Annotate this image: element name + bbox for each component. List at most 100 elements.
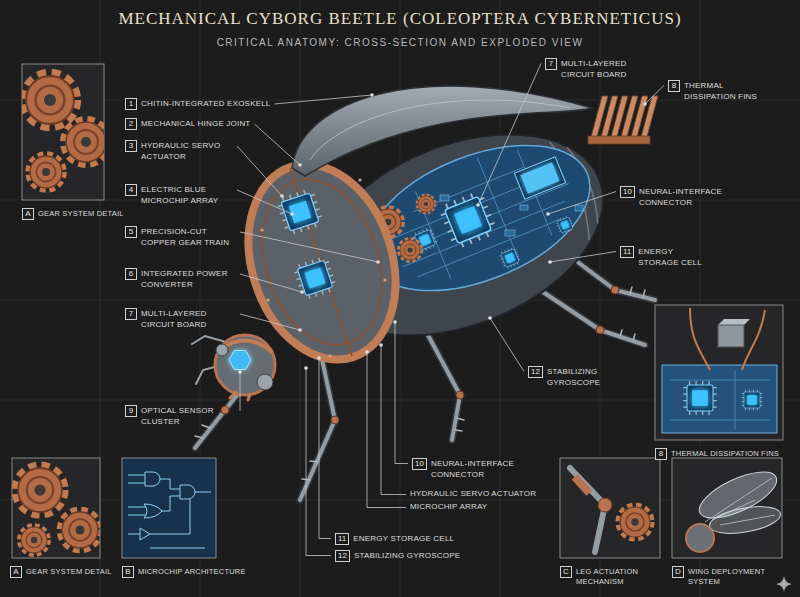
leader-line — [395, 322, 408, 464]
callout-number: 7 — [129, 309, 133, 318]
callout-tag: 7MULTI-LAYERED CIRCUIT BOARD — [125, 308, 137, 320]
inset-thermal — [683, 381, 717, 415]
beetle-thorax — [383, 278, 386, 281]
callout-number: 8 — [672, 81, 676, 90]
leader-line — [490, 318, 524, 372]
beetle-legs — [331, 416, 339, 424]
inset-microchip — [180, 485, 195, 499]
callout-tag: 10NEURAL-INTERFACE CONNECTOR — [620, 186, 635, 198]
leader-line — [254, 124, 300, 165]
inset-title: MICROCHIP ARCHITECTURE — [138, 567, 246, 577]
beetle-legs — [420, 320, 460, 440]
callout-number: 11 — [623, 247, 631, 256]
circuit-board — [520, 205, 528, 210]
leader-dot — [476, 203, 480, 207]
inset-gear-top — [24, 74, 104, 190]
leader-line — [240, 274, 302, 292]
circuit-board — [505, 230, 515, 236]
callout-number: 12 — [338, 551, 347, 560]
inset-letter: A — [25, 209, 30, 218]
beetle-thorax — [260, 228, 263, 231]
beetle-head — [257, 374, 273, 390]
beetle-legs — [456, 391, 464, 399]
inset-microchip — [140, 528, 150, 540]
circuit-board — [514, 157, 565, 199]
inset-leg — [619, 506, 652, 539]
beetle-legs — [540, 290, 645, 345]
inset-wing — [686, 463, 782, 552]
leader-dot — [304, 366, 308, 370]
callout-tag: 1CHITIN-INTEGRATED EXOSKELL — [125, 98, 137, 110]
inset-tag: CLEG ACTUATION MECHANISM — [560, 566, 572, 578]
inset-microchip — [128, 475, 211, 548]
leader-line — [240, 372, 241, 411]
watermark-sparkle — [776, 576, 792, 592]
inset-gear-bottom — [16, 466, 64, 514]
inset-leg — [560, 458, 660, 558]
part-label: HYDRAULIC SERVO ACTUATOR — [141, 141, 233, 162]
leader-dot — [317, 356, 321, 360]
circuit-board — [520, 162, 559, 193]
inset-thermal — [670, 370, 770, 430]
leader-dot — [379, 343, 383, 347]
inset-tag: AGEAR SYSTEM DETAIL — [22, 208, 34, 220]
callout-number: 5 — [129, 227, 133, 236]
thermal-fins — [588, 136, 650, 144]
part-label: NEURAL-INTERFACE CONNECTOR — [431, 459, 531, 480]
inset-microchip — [128, 472, 211, 548]
inset-letter: B — [125, 567, 130, 576]
part-label: THERMAL DISSIPATION FINS — [684, 81, 764, 102]
thermal-fins — [641, 96, 658, 138]
part-label: ENERGY STORAGE CELL — [638, 247, 704, 268]
beetle-thorax — [292, 255, 338, 301]
callout-number: 3 — [129, 141, 133, 150]
leader-line — [367, 352, 406, 508]
inset-title: WING DEPLOYMENT SYSTEM — [688, 567, 788, 587]
leader-dot — [300, 290, 304, 294]
part-label: INTEGRATED POWER CONVERTER — [141, 269, 236, 290]
leader-line — [319, 358, 331, 539]
callout-number: 11 — [338, 534, 346, 543]
inset-thermal — [662, 308, 777, 433]
part-label: MULTI-LAYERED CIRCUIT BOARD — [561, 59, 656, 80]
leader-line — [548, 192, 616, 215]
inset-wing — [672, 458, 782, 558]
callout-tag: 2MECHANICAL HINGE JOINT — [125, 118, 137, 130]
beetle-legs — [300, 350, 335, 500]
inset-title: GEAR SYSTEM DETAIL — [26, 567, 112, 577]
inset-microchip — [144, 504, 162, 518]
leader-line — [237, 190, 292, 214]
callout-tag: 5PRECISION-CUT COPPER GEAR TRAIN — [125, 226, 137, 238]
inset-tag: BMICROCHIP ARCHITECTURE — [122, 566, 134, 578]
inset-thermal — [655, 305, 783, 440]
circuit-board — [555, 215, 575, 235]
part-label: ENERGY STORAGE CELL — [353, 534, 454, 545]
beetle-legs — [221, 406, 229, 414]
inset-thermal — [690, 308, 765, 370]
inset-microchip — [145, 472, 160, 486]
beetle-legs — [300, 350, 335, 500]
beetle-legs — [420, 320, 460, 440]
circuit-board — [498, 246, 522, 270]
part-label: ELECTRIC BLUE MICROCHIP ARRAY — [141, 185, 233, 206]
callout-number: 9 — [129, 406, 133, 415]
inset-gear-bottom — [60, 510, 100, 550]
inset-letter: C — [563, 567, 569, 576]
inset-tag: DWING DEPLOYMENT SYSTEM — [672, 566, 684, 578]
beetle-legs — [611, 286, 619, 294]
part-label: CHITIN-INTEGRATED EXOSKELL — [141, 99, 271, 110]
circuit-board — [555, 215, 575, 235]
leader-dot — [280, 194, 284, 198]
part-label: NEURAL-INTERFACE CONNECTOR — [639, 187, 739, 208]
inset-thermal — [718, 319, 750, 325]
leader-line — [240, 314, 300, 330]
circuit-board — [498, 246, 522, 270]
circuit-board — [514, 157, 565, 199]
leader-dot — [393, 320, 397, 324]
callout-tag: 7MULTI-LAYERED CIRCUIT BOARD — [545, 58, 557, 70]
inset-tag: AGEAR SYSTEM DETAIL — [10, 566, 22, 578]
inset-gear-top — [22, 64, 108, 200]
callout-tag: 12STABILIZING GYROSCOPE — [335, 550, 350, 562]
